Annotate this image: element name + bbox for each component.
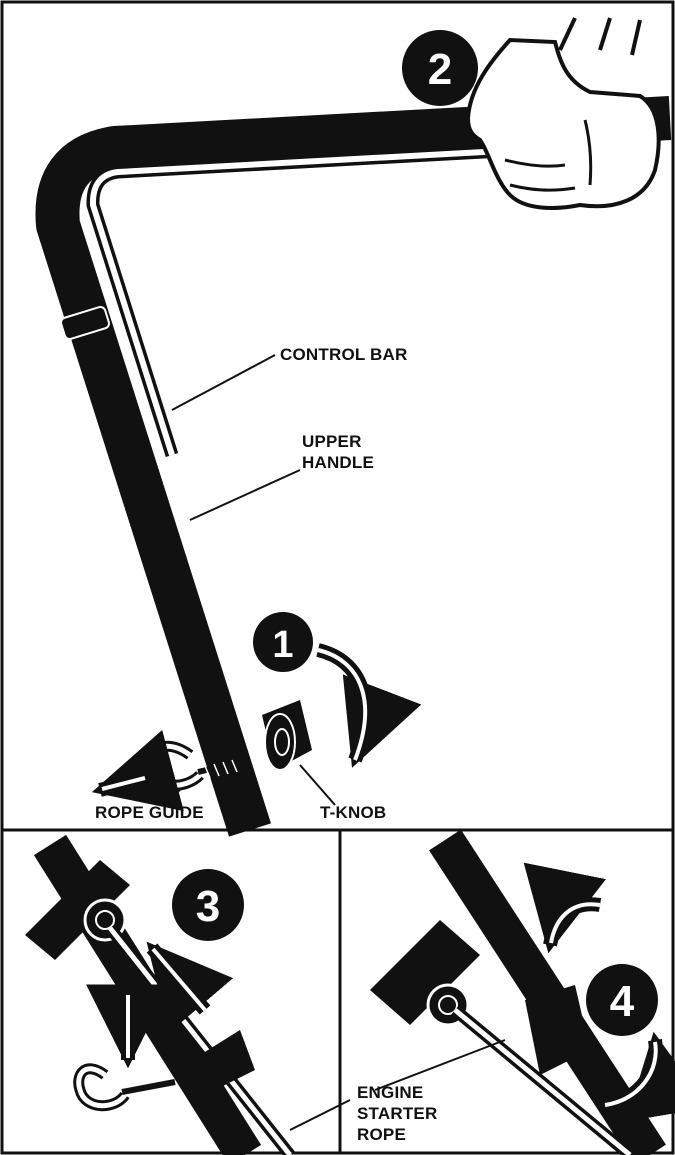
step-3-badge: 3 bbox=[172, 869, 244, 941]
label-control-bar: CONTROL BAR bbox=[280, 345, 408, 364]
step-1-number: 1 bbox=[272, 624, 293, 666]
step-1-badge: 1 bbox=[253, 612, 313, 672]
rotate-arrow-bottom-icon bbox=[603, 1031, 675, 1122]
hand-glove-icon bbox=[465, 17, 661, 210]
panel-4: 4 bbox=[289, 829, 675, 1155]
label-upper-handle-line2: HANDLE bbox=[302, 453, 374, 472]
step-4-badge: 4 bbox=[586, 964, 658, 1036]
t-knob-icon-4 bbox=[370, 920, 480, 1027]
pull-left-arrow-icon bbox=[91, 729, 184, 812]
rope-guide-icon-3 bbox=[73, 1063, 176, 1112]
up-arrow-icon bbox=[146, 941, 234, 1033]
t-knob-side-3 bbox=[200, 1030, 255, 1090]
label-engine-line1: ENGINE bbox=[357, 1083, 423, 1102]
control-bar bbox=[86, 143, 521, 457]
panel-3: 3 bbox=[25, 834, 295, 1155]
rotation-arrow-icon bbox=[316, 643, 422, 768]
t-knob-leader bbox=[299, 764, 336, 806]
step-4-number: 4 bbox=[610, 977, 635, 1026]
step-2-badge: 2 bbox=[402, 30, 478, 106]
upper-handle bbox=[35, 96, 672, 837]
upper-handle-leader bbox=[189, 469, 301, 521]
label-t-knob: T-KNOB bbox=[320, 803, 386, 822]
label-rope-guide: ROPE GUIDE bbox=[95, 803, 204, 822]
t-knob-side-4 bbox=[525, 985, 590, 1075]
t-knob-icon bbox=[262, 700, 312, 771]
label-engine-line3: ROPE bbox=[357, 1125, 406, 1144]
engine-rope-leader-left bbox=[289, 1099, 351, 1131]
rope-guide-leader bbox=[161, 789, 181, 806]
label-upper-handle-line1: UPPER bbox=[302, 432, 362, 451]
label-engine-line2: STARTER bbox=[357, 1104, 437, 1123]
engine-rope-leader bbox=[374, 1039, 506, 1091]
step-2-number: 2 bbox=[428, 45, 452, 94]
rotate-arrow-top-icon bbox=[523, 862, 607, 954]
step-3-number: 3 bbox=[196, 882, 220, 931]
control-bar-leader bbox=[171, 354, 276, 411]
